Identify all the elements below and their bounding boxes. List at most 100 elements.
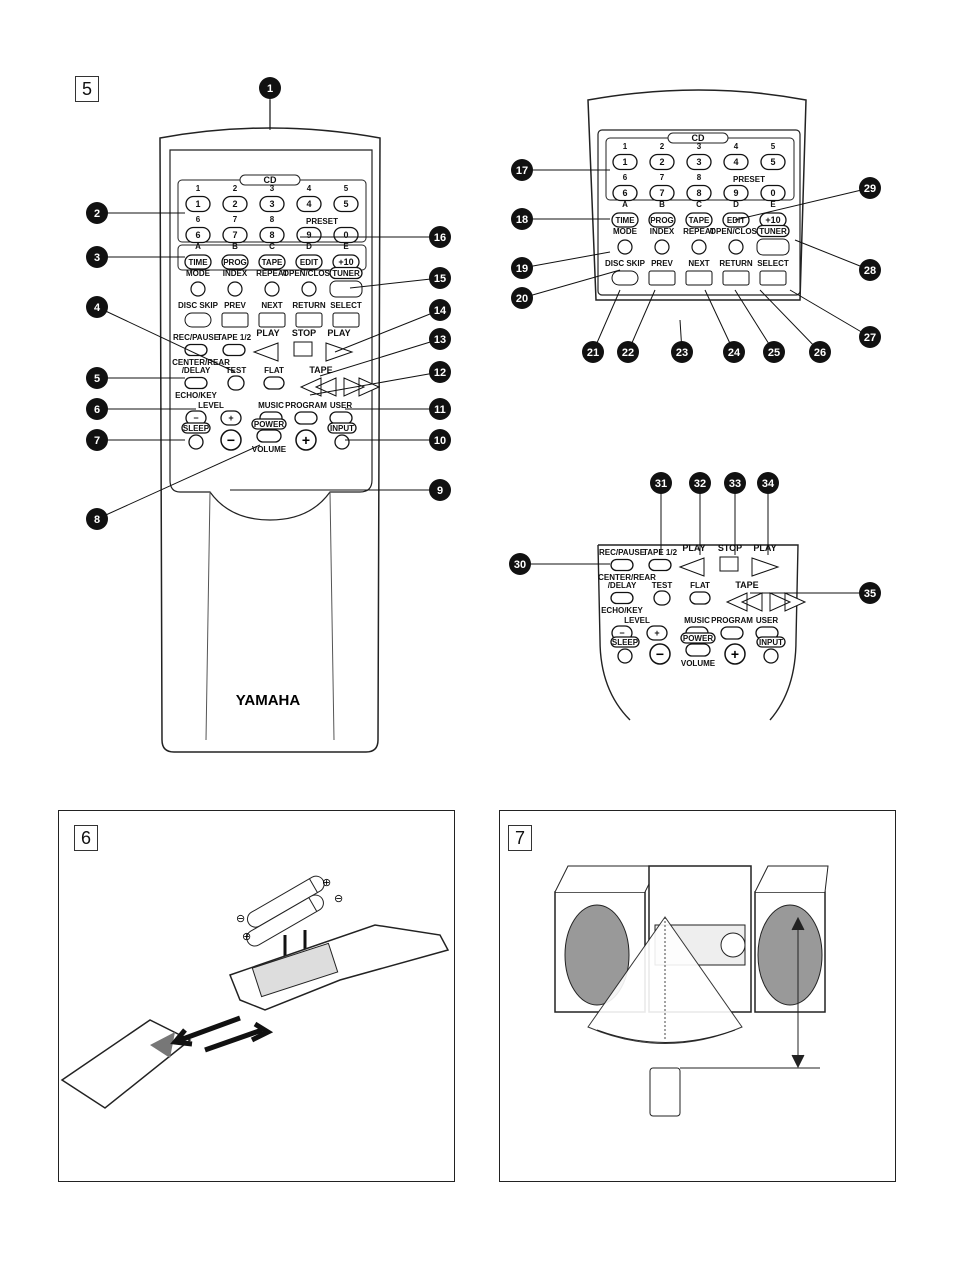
rb-power-button[interactable]: [685, 643, 711, 657]
left-power-button[interactable]: [256, 429, 282, 443]
left-num-label-5: 5: [344, 184, 349, 193]
left-prev-button[interactable]: [221, 312, 249, 328]
rt-open-close-button[interactable]: [728, 239, 744, 255]
left-play-icon[interactable]: [325, 342, 354, 362]
rt-num-label-2: 2: [660, 142, 665, 151]
left-tuner-button[interactable]: TUNER: [329, 266, 363, 280]
left-rec-pause-button[interactable]: [184, 343, 208, 357]
rb-test-button[interactable]: [653, 590, 671, 606]
left-volume-down-button[interactable]: −: [220, 429, 242, 451]
left-edit-button[interactable]: EDIT: [295, 254, 323, 270]
left-input-button[interactable]: [334, 434, 350, 450]
left-sleep-tag[interactable]: SLEEP: [181, 422, 211, 434]
rt-num-button-8[interactable]: 8: [686, 184, 712, 202]
rt-next-button[interactable]: [685, 270, 713, 286]
rt-num-button-7[interactable]: 7: [649, 184, 675, 202]
rt-num-button-0[interactable]: 0: [760, 184, 786, 202]
left-num-button-3[interactable]: 3: [259, 195, 285, 213]
rb-stop-button[interactable]: [719, 556, 739, 572]
left-input-tag[interactable]: INPUT: [327, 422, 357, 434]
left-index-button[interactable]: [227, 281, 243, 297]
left-repeat-button[interactable]: [264, 281, 280, 297]
callout-35: 35: [859, 582, 881, 604]
rb-play-icon[interactable]: [751, 557, 780, 577]
rb-flat-button[interactable]: [689, 591, 711, 605]
left-num-button-9[interactable]: 9: [296, 226, 322, 244]
left-sleep-button[interactable]: [188, 434, 204, 450]
rt-num-button-2[interactable]: 2: [649, 153, 675, 171]
left-user-button[interactable]: [329, 411, 353, 425]
rb-volume-down-button[interactable]: −: [649, 643, 671, 665]
left-num-button-1[interactable]: 1: [185, 195, 211, 213]
rt-num-button-4[interactable]: 4: [723, 153, 749, 171]
left-program-button[interactable]: [294, 411, 318, 425]
left-flat-button[interactable]: [263, 376, 285, 390]
left-stop-button[interactable]: [293, 341, 313, 357]
left-num-button-0[interactable]: 0: [333, 226, 359, 244]
left-num-button-7[interactable]: 7: [222, 226, 248, 244]
callout-label-9: 9: [437, 485, 443, 497]
rb-rewind-icon[interactable]: [725, 592, 763, 612]
left-return-button[interactable]: [295, 312, 323, 328]
rt-num-button-6[interactable]: 6: [612, 184, 638, 202]
rt-return-button[interactable]: [722, 270, 750, 286]
rt-repeat-button[interactable]: [691, 239, 707, 255]
rt-num-button-3[interactable]: 3: [686, 153, 712, 171]
rb-rec-pause-button[interactable]: [610, 558, 634, 572]
rt-num-button-9[interactable]: 9: [723, 184, 749, 202]
rb-sleep-tag[interactable]: SLEEP: [610, 636, 640, 648]
left-level-plus-button[interactable]: +: [220, 410, 242, 426]
left-tape12-button[interactable]: [222, 343, 246, 357]
rt-num-button-1[interactable]: 1: [612, 153, 638, 171]
rb-user-label: USER: [756, 616, 778, 625]
rt-index-button[interactable]: [654, 239, 670, 255]
left-play-reverse-icon[interactable]: [252, 342, 279, 362]
rb-program-button[interactable]: [720, 626, 744, 640]
rb-stop-label: STOP: [718, 543, 742, 553]
rb-play-reverse-icon[interactable]: [678, 557, 705, 577]
left-tuner-large-button[interactable]: [329, 280, 363, 298]
left-test-button[interactable]: [227, 375, 245, 391]
rt-prog-button[interactable]: PROG: [648, 212, 676, 228]
left-num-button-2[interactable]: 2: [222, 195, 248, 213]
rt-mode-button[interactable]: [617, 239, 633, 255]
rb-sleep-button[interactable]: [617, 648, 633, 664]
rb-center-rear-button[interactable]: [610, 591, 634, 605]
left-center-rear-button[interactable]: [184, 376, 208, 390]
left-num-button-4[interactable]: 4: [296, 195, 322, 213]
rt-tape-button[interactable]: TAPE: [685, 212, 713, 228]
left-num-button-8[interactable]: 8: [259, 226, 285, 244]
rt-prev-button[interactable]: [648, 270, 676, 286]
left-open-close-button[interactable]: [301, 281, 317, 297]
left-next-button[interactable]: [258, 312, 286, 328]
left-ffwd-icon[interactable]: [343, 377, 381, 397]
rb-power-tag[interactable]: POWER: [680, 632, 716, 644]
left-select-label: SELECT: [330, 301, 362, 310]
rb-volume-up-button[interactable]: +: [724, 643, 746, 665]
callout-14: 14: [429, 299, 451, 321]
left-num-button-6[interactable]: 6: [185, 226, 211, 244]
left-tape-button[interactable]: TAPE: [258, 254, 286, 270]
rt-time-button[interactable]: TIME: [611, 212, 639, 228]
rt-disc-skip-button[interactable]: [611, 270, 639, 286]
rb-ffwd-icon[interactable]: [769, 592, 807, 612]
left-disc-skip-button[interactable]: [184, 312, 212, 328]
rb-input-button[interactable]: [763, 648, 779, 664]
left-power-tag[interactable]: POWER: [251, 418, 287, 430]
rb-level-plus-button[interactable]: +: [646, 625, 668, 641]
left-mode-button[interactable]: [190, 281, 206, 297]
rt-num-button-5[interactable]: 5: [760, 153, 786, 171]
callout-label-11: 11: [434, 404, 446, 416]
left-volume-up-button[interactable]: +: [295, 429, 317, 451]
rb-input-tag[interactable]: INPUT: [756, 636, 786, 648]
rb-center-rear-label: CENTER/REAR: [598, 573, 656, 582]
rt-tuner-large-button[interactable]: [756, 238, 790, 256]
rt-select-button[interactable]: [759, 270, 787, 286]
left-time-button[interactable]: TIME: [184, 254, 212, 270]
left-num-button-5[interactable]: 5: [333, 195, 359, 213]
left-prog-button[interactable]: PROG: [221, 254, 249, 270]
left-select-button[interactable]: [332, 312, 360, 328]
left-return-label: RETURN: [292, 301, 326, 310]
rt-tuner-button[interactable]: TUNER: [756, 224, 790, 238]
rb-tape12-button[interactable]: [648, 558, 672, 572]
